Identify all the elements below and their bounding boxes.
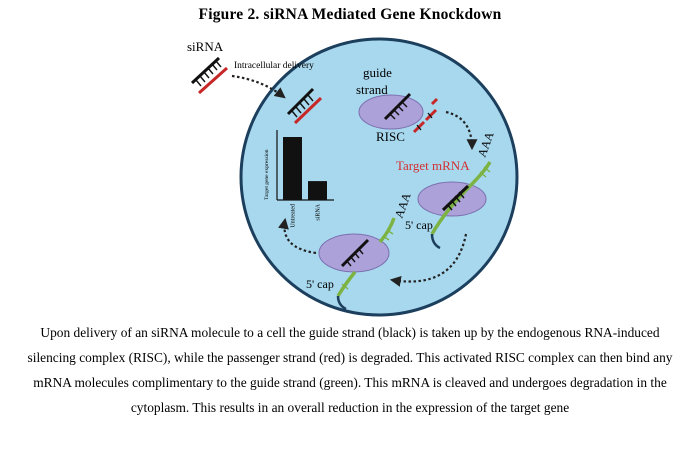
five-prime-cap-label-2: 5' cap xyxy=(306,277,334,291)
guide-strand-cleaving xyxy=(340,238,370,268)
inset-bar-label-untreated: Untreated xyxy=(291,204,297,228)
guide-strand-label-line1: guide xyxy=(363,65,392,80)
five-prime-cap-label: 5' cap xyxy=(405,218,433,232)
passenger-strand-degraded xyxy=(412,97,439,134)
cell-body xyxy=(239,37,519,317)
guide-strand-label-line2: strand xyxy=(356,82,388,97)
figure-title: Figure 2. siRNA Mediated Gene Knockdown xyxy=(198,6,502,23)
figure-caption: Upon delivery of an siRNA molecule to a … xyxy=(27,325,673,415)
five-prime-cap-curl xyxy=(430,233,441,250)
guide-strand-bound xyxy=(441,184,470,212)
mrna-bound-strand xyxy=(430,161,492,235)
delivery-arrow xyxy=(231,74,286,99)
mrna-cleaved-top xyxy=(378,217,396,244)
sirna-duplex-outside xyxy=(190,56,228,95)
inset-bar-untreated xyxy=(283,137,302,200)
risc-label: RISC xyxy=(376,129,405,144)
mrna-cleaved-bottom xyxy=(336,270,357,297)
sirna-duplex-inside xyxy=(286,87,323,125)
delivery-label: Intracellular delivery xyxy=(234,61,314,71)
knockdown-diagram: siRNA Intracellular delivery guide stran… xyxy=(187,37,519,317)
sirna-label: siRNA xyxy=(187,39,224,54)
five-prime-cap-curl-2 xyxy=(336,295,347,311)
inset-bar-sirna xyxy=(308,181,327,200)
risc-complex-bound xyxy=(417,181,487,217)
inset-y-label: Target gene expression xyxy=(264,149,270,200)
inset-bar-chart: Target gene expression Untreated siRNA xyxy=(264,130,334,228)
target-mrna-label: Target mRNA xyxy=(396,158,470,173)
recycle-arrow xyxy=(278,217,317,255)
cleavage-arrow xyxy=(389,233,468,287)
inset-bar-label-sirna: siRNA xyxy=(316,203,322,220)
guide-strand-in-risc xyxy=(383,92,412,121)
